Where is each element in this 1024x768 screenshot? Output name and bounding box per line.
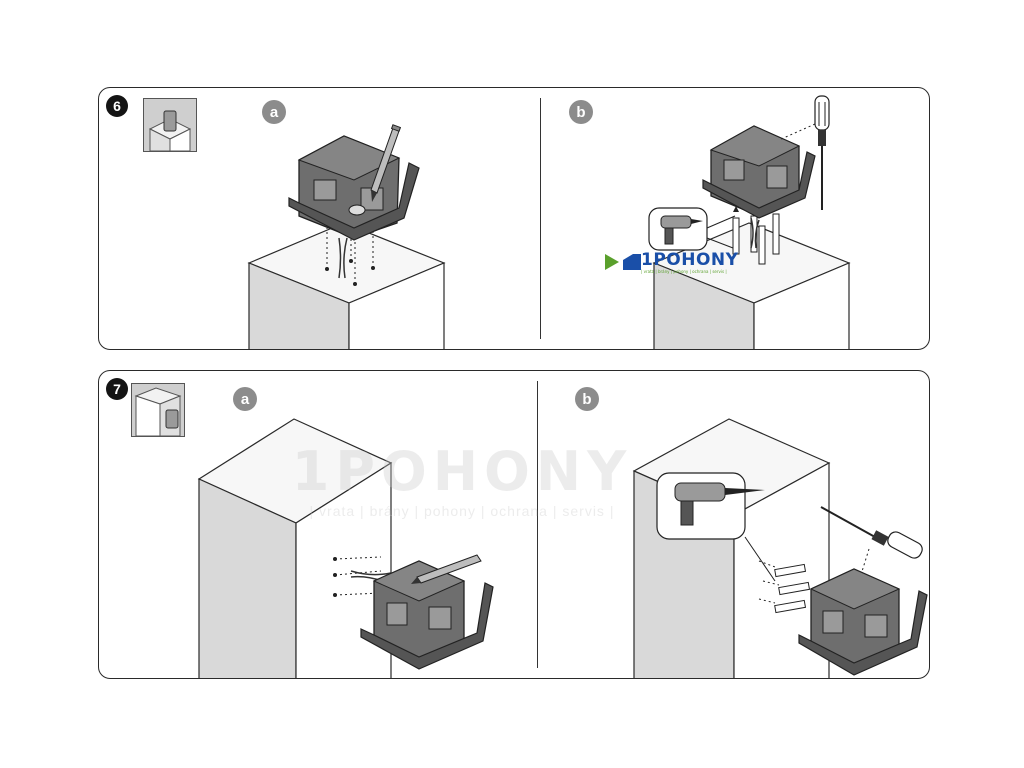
- bracket-7a: [360, 560, 494, 670]
- pillar-side-thumbnail: [131, 383, 185, 437]
- pillar-side-thumbnail-icon: [132, 384, 184, 436]
- wall-plugs-7b: [758, 560, 811, 614]
- pillar-top-thumbnail-icon: [144, 99, 196, 151]
- brand-logo-text: 1POHONY: [641, 250, 739, 270]
- sub-step-label-b: b: [569, 100, 593, 124]
- panel-divider: [537, 381, 538, 668]
- pencil-icon: [411, 554, 482, 584]
- screwdriver-icon: [778, 95, 830, 210]
- pillar-top-thumbnail: [143, 98, 197, 152]
- step-number-badge: 7: [106, 378, 128, 400]
- pillar-7a: [197, 418, 393, 678]
- screwdriver-icon: [820, 506, 923, 582]
- sub-step-label-a: a: [262, 100, 286, 124]
- sub-step-label-a: a: [233, 387, 257, 411]
- brand-logo: 1POHONY | vrata | brány | pohony | ochra…: [605, 252, 738, 274]
- sub-step-label-b: b: [575, 387, 599, 411]
- panel-divider: [540, 98, 541, 339]
- drill-callout: [656, 472, 776, 582]
- drill-callout: [648, 207, 736, 251]
- bracket-6a: [288, 135, 420, 241]
- step-number-badge: 6: [106, 95, 128, 117]
- bracket-7b: [798, 568, 928, 676]
- step-7-panel: 7 a b: [98, 370, 930, 679]
- brand-logo-icon: [605, 254, 641, 270]
- brand-logo-tagline: | vrata | brány | pohony | ochrana | ser…: [641, 269, 727, 274]
- pencil-icon: [370, 124, 402, 202]
- pillar-6a: [247, 222, 446, 349]
- step-6-illustration: [247, 95, 851, 349]
- step-6-panel: 6 a b: [98, 87, 930, 350]
- bracket-6b: [702, 125, 816, 219]
- step-7-illustration: [197, 418, 928, 678]
